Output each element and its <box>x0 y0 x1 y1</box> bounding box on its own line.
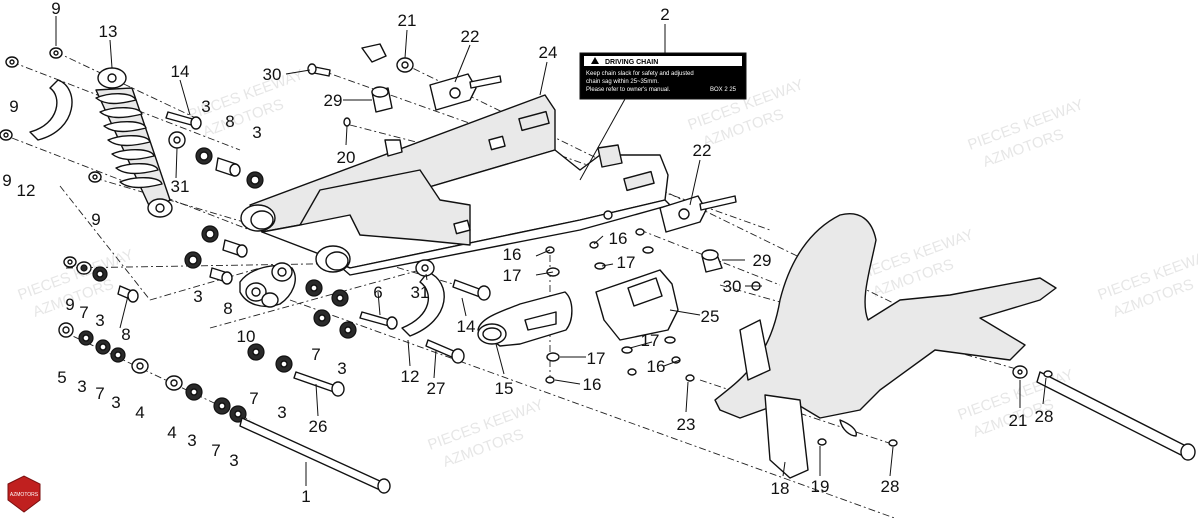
callout-19: 19 <box>811 477 830 496</box>
callout-7d: 7 <box>249 389 258 408</box>
chain-label-line3: Please refer to owner's manual. <box>586 87 671 93</box>
shock-absorber <box>95 67 173 218</box>
rear-fender <box>714 213 1057 479</box>
callout-29b: 29 <box>753 251 772 270</box>
callout-31a: 31 <box>171 177 190 196</box>
chain-guide <box>477 291 573 347</box>
callout-12b: 12 <box>401 367 420 386</box>
callout-30b: 30 <box>723 277 742 296</box>
callout-12a: 12 <box>17 181 36 200</box>
callout-21a: 21 <box>398 11 417 30</box>
callout-9a: 9 <box>51 0 60 18</box>
callout-7e: 7 <box>211 441 220 460</box>
callout-10: 10 <box>237 327 256 346</box>
callout-17a: 17 <box>503 266 522 285</box>
callout-13: 13 <box>99 22 118 41</box>
callout-7c: 7 <box>95 384 104 403</box>
callout-1: 1 <box>301 487 310 506</box>
callout-27: 27 <box>427 379 446 398</box>
brand-logo: AZMOTORS <box>7 475 41 513</box>
callout-6: 6 <box>373 283 382 302</box>
callout-9b: 9 <box>9 97 18 116</box>
callout-29a: 29 <box>324 91 343 110</box>
callout-4b: 4 <box>167 423 176 442</box>
callout-3a: 3 <box>201 97 210 116</box>
callout-21b: 21 <box>1009 411 1028 430</box>
callout-3g: 3 <box>111 393 120 412</box>
swing-arm <box>240 94 671 276</box>
callout-25: 25 <box>701 307 720 326</box>
callout-3c: 3 <box>95 311 104 330</box>
chain-label: DRIVING CHAIN Keep chain slack for safet… <box>579 52 747 100</box>
callout-28b: 28 <box>881 477 900 496</box>
callout-9d: 9 <box>91 210 100 229</box>
callout-16d: 16 <box>583 375 602 394</box>
callout-15: 15 <box>495 379 514 398</box>
callout-3d: 3 <box>193 287 202 306</box>
callout-3j: 3 <box>229 451 238 470</box>
callout-8b: 8 <box>121 325 130 344</box>
chain-guard <box>595 269 679 341</box>
callouts: 9 13 21 2 22 24 30 14 29 3 8 3 20 9 9 12… <box>2 0 1053 506</box>
callout-20: 20 <box>337 148 356 167</box>
callout-16c: 16 <box>647 357 666 376</box>
callout-16b: 16 <box>609 229 628 248</box>
shield-mid <box>401 271 445 337</box>
chain-label-line2: chain sag within 25~35mm. <box>586 79 659 85</box>
callout-3b: 3 <box>252 123 261 142</box>
callout-3i: 3 <box>187 431 196 450</box>
callout-14b: 14 <box>457 317 476 336</box>
callout-8a: 8 <box>225 112 234 131</box>
callout-22b: 22 <box>693 141 712 160</box>
callout-2: 2 <box>660 5 669 24</box>
callout-4a: 4 <box>135 403 144 422</box>
callout-24: 24 <box>539 43 558 62</box>
callout-9c: 9 <box>2 171 11 190</box>
callout-22a: 22 <box>461 27 480 46</box>
callout-3h: 3 <box>277 403 286 422</box>
callout-16a: 16 <box>503 245 522 264</box>
callout-23: 23 <box>677 415 696 434</box>
callout-30a: 30 <box>263 65 282 84</box>
leader-lines <box>55 16 1047 486</box>
hardware <box>0 43 1196 494</box>
callout-18: 18 <box>771 479 790 498</box>
callout-28a: 28 <box>1035 407 1054 426</box>
callout-7b: 7 <box>311 345 320 364</box>
callout-3e: 3 <box>337 359 346 378</box>
callout-31b: 31 <box>411 283 430 302</box>
callout-9e: 9 <box>65 295 74 314</box>
shield-left <box>29 79 73 141</box>
callout-17d: 17 <box>587 349 606 368</box>
callout-5: 5 <box>57 368 66 387</box>
chain-label-line1: Keep chain slack for safety and adjusted <box>586 71 694 77</box>
chain-label-title: DRIVING CHAIN <box>605 59 658 66</box>
callout-8c: 8 <box>223 299 232 318</box>
logo-text: AZMOTORS <box>10 492 39 498</box>
callout-7a: 7 <box>79 303 88 322</box>
callout-26: 26 <box>309 417 328 436</box>
callout-17b: 17 <box>617 253 636 272</box>
chain-label-small: BOX 2 25 <box>710 87 737 93</box>
callout-14a: 14 <box>171 62 190 81</box>
callout-3f: 3 <box>77 377 86 396</box>
callout-17c: 17 <box>641 331 660 350</box>
